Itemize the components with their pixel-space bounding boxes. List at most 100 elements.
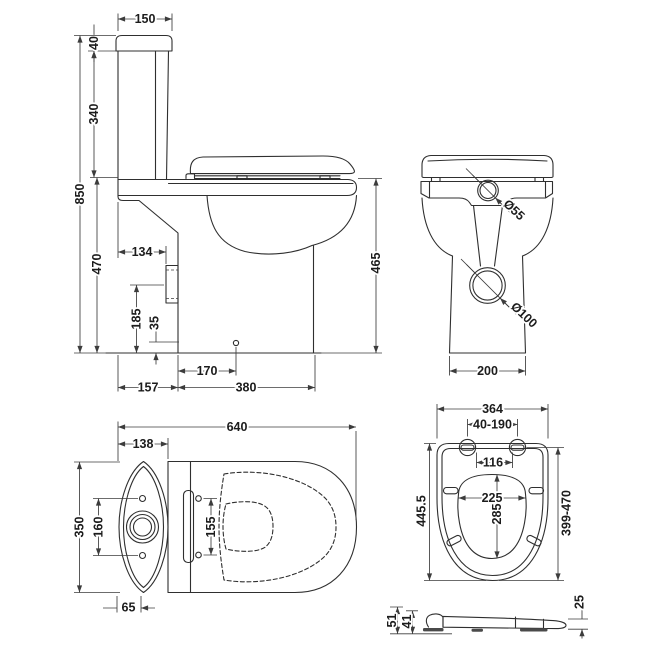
cistern-depth-label: 138 — [133, 437, 154, 451]
seat-hinge-profile — [425, 613, 444, 628]
hinge-centres-label: 116 — [483, 456, 503, 470]
dim-rear-depth: 157 — [117, 355, 179, 396]
bowl-outer-curve — [311, 194, 358, 247]
dim-seat-length: 445.5 — [413, 443, 486, 581]
pan-rim-front — [420, 180, 554, 207]
dim-rear-offset: 65 — [103, 596, 155, 616]
cistern-plan-outer — [118, 460, 169, 594]
seat-fixing-hole-bottom — [195, 551, 202, 559]
bumper-slot-bottom-left — [446, 534, 462, 547]
dim-rim-height: 470 — [88, 177, 118, 354]
flush-pipe-box — [165, 264, 179, 304]
hinge-slot-right — [510, 444, 525, 451]
side-view: 150 40 340 850 470 134 185 — [71, 10, 385, 396]
aperture-length-label: 285 — [490, 504, 504, 525]
dim-overall-height: 850 — [71, 35, 116, 354]
outlet-hole-outer — [469, 267, 506, 304]
dim-cistern-lid-height: 40 — [85, 24, 116, 62]
flush-button-ring-1 — [125, 510, 160, 544]
aperture-hidden-outline — [222, 501, 274, 552]
cistern-width-label: 150 — [135, 12, 156, 26]
seat-lid-front — [421, 154, 554, 179]
front-view-outline — [420, 154, 554, 354]
flush-pipe-height-label: 185 — [130, 309, 144, 330]
dim-overall-depth: 640 — [117, 418, 357, 520]
dim-flush-pipe-setback: 134 — [117, 202, 167, 264]
rear-offset-label: 65 — [122, 601, 136, 615]
seat-profile-view: 51 41 25 — [383, 593, 588, 639]
cistern-hole-spacing-label: 160 — [92, 517, 106, 538]
outlet-setback-label: 170 — [197, 364, 218, 378]
seat-hidden-outline — [218, 471, 337, 583]
dim-bowl-depth: 380 — [177, 355, 316, 396]
cistern-lid-outline — [115, 34, 173, 52]
bumper-slot-top-left — [442, 486, 459, 495]
pedestal-front — [448, 255, 527, 354]
dim-outlet-height: 35 — [146, 314, 179, 365]
rear-depth-label: 157 — [138, 381, 159, 395]
seat-outer-edge — [436, 442, 549, 582]
profile-overall-height-label: 51 — [385, 614, 399, 628]
dim-hinge-adjustment: 40-190 — [467, 416, 518, 437]
cistern-plan-inner — [122, 465, 165, 589]
seat-body-profile — [442, 615, 567, 630]
waste-funnel — [472, 204, 504, 267]
pan-back-profile — [117, 178, 179, 354]
cistern-body-outline — [117, 50, 170, 181]
dim-cistern-depth: 138 — [117, 435, 169, 459]
seat-plan-outline — [436, 438, 549, 582]
outlet-height-label: 35 — [148, 316, 162, 330]
side-view-outline — [105, 34, 358, 354]
dim-overall-width: 350 — [71, 461, 120, 593]
adjustable-length-label: 399-470 — [560, 490, 574, 536]
flush-pipe-setback-label: 134 — [132, 245, 153, 259]
seat-length-label: 445.5 — [415, 495, 429, 526]
pan-plan-outline — [167, 460, 358, 594]
cistern-hole-bottom — [138, 551, 147, 560]
dim-aperture-width: 225 — [458, 489, 526, 507]
hinge-plate-plan — [182, 489, 195, 564]
overall-depth-label: 640 — [227, 420, 248, 434]
fixing-hole-side — [232, 339, 240, 347]
seat-width-label: 364 — [482, 402, 503, 416]
dim-front-edge-thickness: 25 — [568, 593, 588, 639]
flush-button-ring-2 — [129, 513, 156, 541]
dim-cistern-hole-spacing: 160 — [90, 498, 138, 556]
pan-rim-outline — [117, 178, 358, 197]
dim-profile-overall-height: 51 — [383, 606, 452, 635]
flush-button-ring-3 — [132, 517, 153, 537]
flush-pipe-hidden-lines — [166, 269, 178, 299]
bowl-inner-curve — [206, 194, 313, 255]
seat-inner-edge — [441, 447, 544, 577]
hinge-right — [508, 438, 527, 457]
top-view-outline — [118, 460, 358, 594]
seat-fixing-hole-top — [195, 495, 202, 502]
seat-fixing-spacing-label: 155 — [204, 517, 218, 538]
seat-aperture — [457, 473, 527, 560]
dim-pan-height: 465 — [321, 178, 385, 354]
seat-profile-outline — [423, 613, 567, 632]
bumper-slot-bottom-right — [526, 534, 542, 547]
dim-cistern-width: 150 — [117, 10, 173, 31]
dim-aperture-length: 285 — [488, 474, 506, 559]
cistern-body-height-label: 340 — [87, 104, 101, 125]
dim-hinge-centres: 116 — [476, 452, 513, 471]
hinge-left — [458, 438, 477, 457]
seat-ring-side — [185, 173, 341, 180]
bumper-slot-top-right — [528, 486, 545, 495]
front-edge-thickness-label: 25 — [573, 595, 587, 609]
cistern-hole-top — [138, 494, 147, 503]
dim-cistern-body-height: 340 — [85, 50, 103, 178]
dim-outlet-setback: 170 — [177, 347, 237, 380]
top-view: 640 138 350 160 155 65 — [71, 418, 358, 616]
rim-height-label: 470 — [90, 254, 104, 275]
bowl-depth-label: 380 — [236, 381, 257, 395]
cistern-lid-height-label: 40 — [87, 36, 101, 50]
base-width-label: 200 — [477, 364, 498, 378]
seat-plan-view: 364 40-190 116 285 225 445.5 399-4 — [413, 400, 575, 582]
dim-profile-seat-height: 41 — [398, 610, 418, 634]
seat-lid-side — [189, 155, 355, 175]
dim-adjustable-length: 399-470 — [499, 447, 575, 581]
